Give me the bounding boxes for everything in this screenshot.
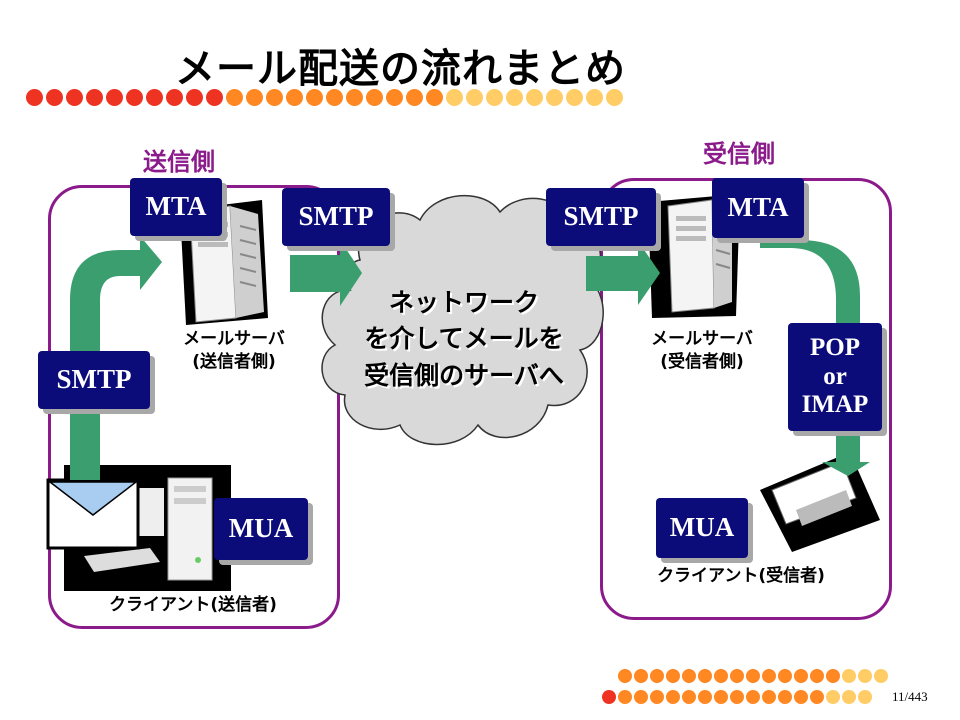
receiver-mua-badge: MUA	[656, 498, 748, 558]
pop-label: POP	[810, 333, 860, 361]
footer-dot-bar-top	[618, 669, 888, 683]
sender-mta-badge: MTA	[130, 178, 222, 236]
arrow-cloud-to-server	[586, 241, 660, 305]
receiver-client-caption: クライアント(受信者)	[657, 566, 825, 586]
imap-label: IMAP	[801, 391, 869, 419]
sender-smtp-out-badge: SMTP	[282, 188, 390, 246]
page-title: メール配送の流れまとめ	[175, 46, 626, 92]
sender-mua-badge: MUA	[214, 498, 308, 560]
receiver-side-label: 受信側	[703, 140, 775, 168]
sender-smtp-client-badge: SMTP	[38, 351, 150, 409]
sender-client-caption: クライアント(送信者)	[109, 595, 277, 615]
receiver-server-caption: メールサーバ (受信者側)	[651, 329, 753, 372]
sender-side-label: 送信側	[143, 148, 215, 176]
receiver-smtp-in-badge: SMTP	[546, 188, 656, 246]
title-dot-bar	[26, 89, 623, 106]
or-label: or	[823, 362, 847, 390]
arrow-client-to-mta	[70, 236, 162, 480]
footer-dot-bar-bottom	[602, 690, 872, 704]
envelope-icon	[46, 478, 140, 550]
receiver-laptop-icon	[760, 452, 880, 552]
network-cloud	[321, 194, 604, 446]
sender-server-caption: メールサーバ (送信者側)	[183, 329, 285, 372]
page-number: 11/443	[892, 689, 928, 704]
arrow-server-to-cloud	[290, 240, 362, 306]
receiver-mta-badge: MTA	[712, 178, 804, 238]
receiver-pop-imap-badge: POP or IMAP	[788, 323, 882, 431]
network-description: ネットワーク を介してメールを 受信側のサーバへ	[364, 288, 564, 390]
